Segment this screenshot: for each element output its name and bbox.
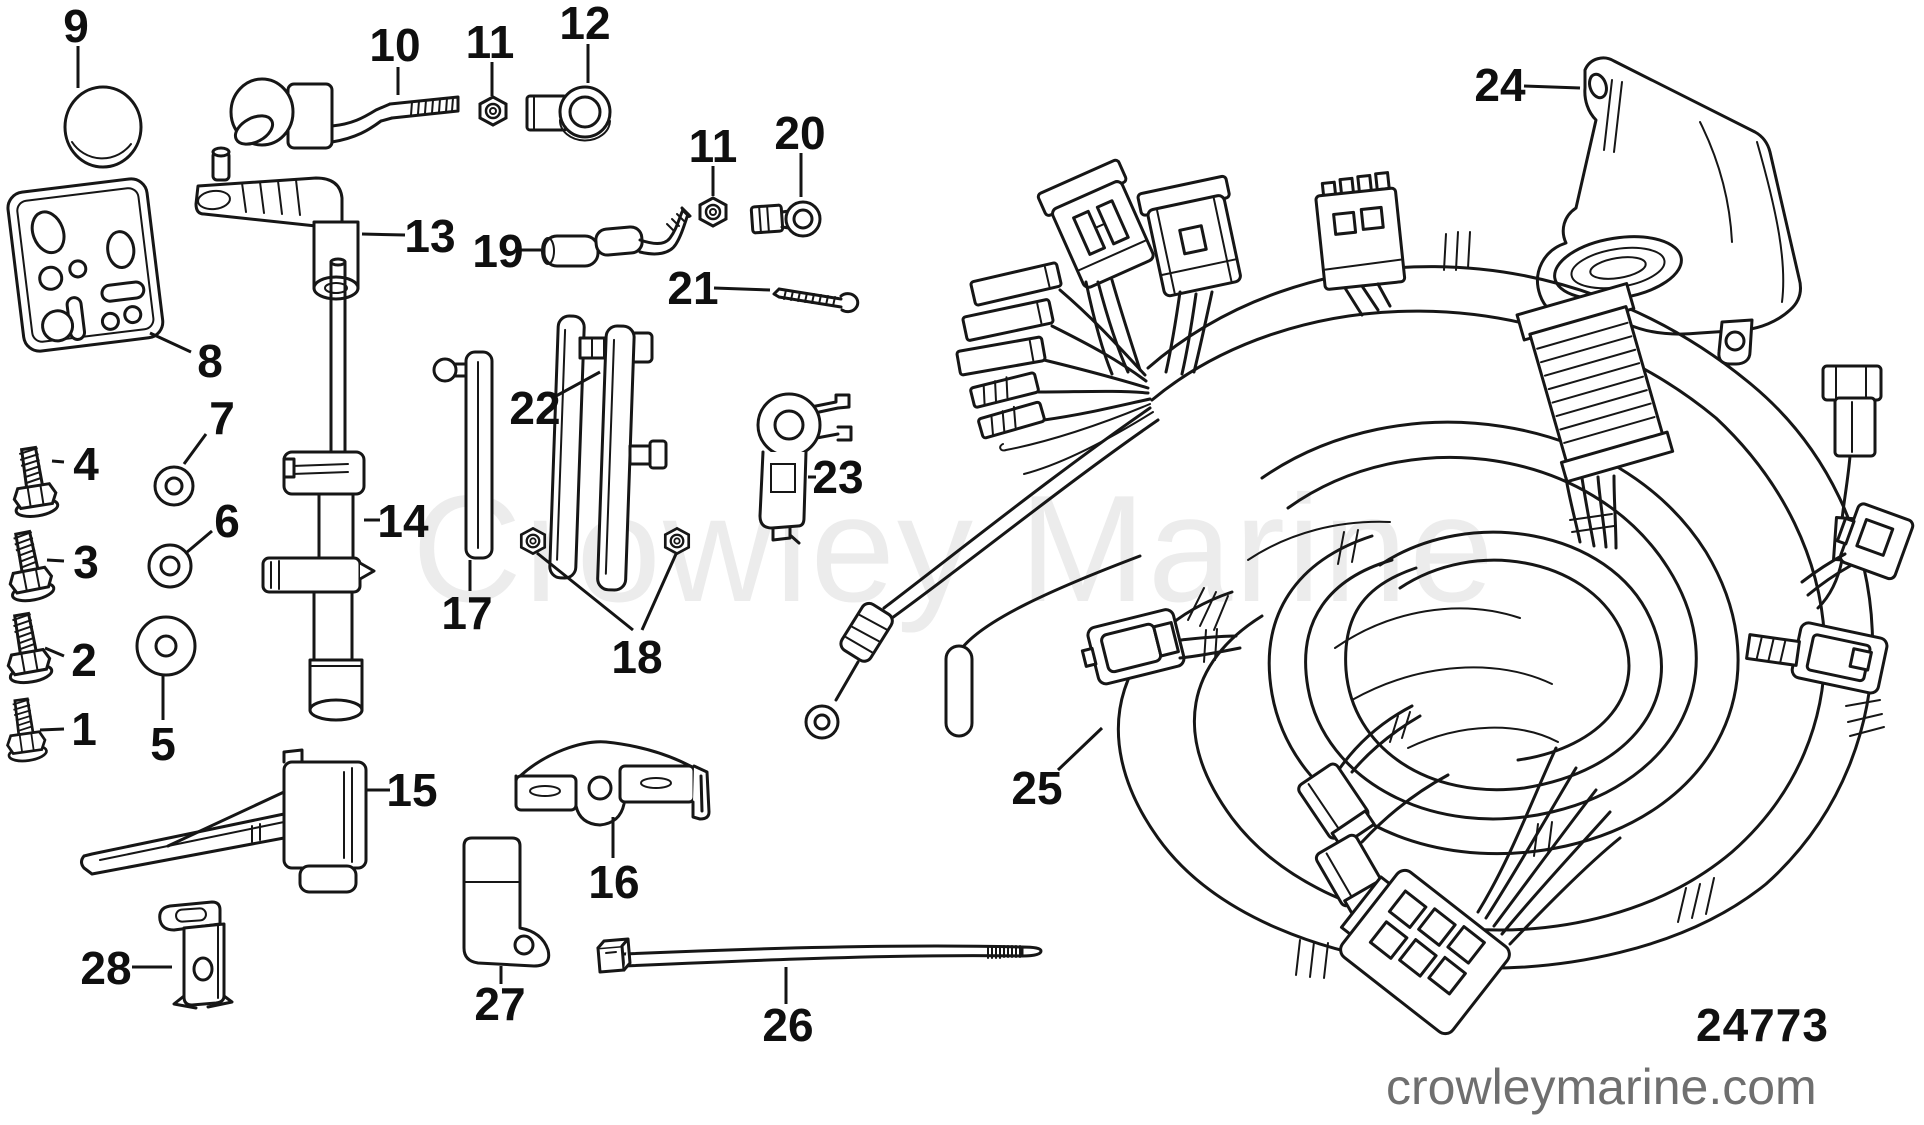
part-9-cap (63, 85, 143, 169)
part-17-link-bar (432, 350, 494, 560)
part-11-nut-a (478, 95, 508, 127)
callout-leader-2 (44, 646, 65, 658)
callout-leader-18 (640, 553, 678, 631)
part-21-cotter-pin (772, 287, 860, 314)
callout-label-20-ring-terminal: 20 (774, 107, 825, 159)
site-credit: crowleymarine.com (1386, 1059, 1817, 1115)
part-11-nut-b (698, 196, 728, 228)
callout-leader-18 (536, 551, 634, 632)
callout-label-26-cable-tie: 26 (762, 999, 813, 1051)
part-4-screw (5, 443, 61, 521)
callout-label-23-pivot-arm: 23 (812, 451, 863, 503)
callout-label-8-mounting-panel: 8 (197, 335, 223, 387)
callout-label-21-cotter-pin: 21 (667, 262, 718, 314)
callout-label-14-shift-shaft: 14 (377, 495, 429, 547)
part-28-clip (158, 900, 234, 1010)
part-10-lever-arm (229, 77, 460, 150)
part-26-cable-tie (596, 937, 1043, 974)
callout-label-12-bushing: 12 (559, 0, 610, 49)
callout-label-7-washer-small: 7 (209, 392, 235, 444)
callout-label-6-washer: 6 (214, 495, 240, 547)
callout-leader-6 (185, 529, 213, 555)
callout-label-11-nut: 11 (466, 16, 515, 68)
callout-label-22-link-plates: 22 (509, 382, 560, 434)
callout-label-25-wiring-harness: 25 (1011, 762, 1062, 814)
callout-leader-22 (555, 370, 601, 398)
part-13-lever (194, 146, 360, 301)
part-16-clamp-bracket (514, 740, 711, 827)
callout-leader-8 (149, 331, 192, 354)
part-20-ring-terminal (749, 200, 822, 238)
callout-leader-3 (46, 558, 65, 563)
callout-label-16-clamp-bracket: 16 (588, 856, 639, 908)
callout-label-13-lever: 13 (404, 210, 455, 262)
callout-label-4-screw: 4 (73, 438, 99, 490)
part-19-link-rod (541, 206, 692, 268)
callout-label-9-cap: 9 (63, 0, 89, 52)
part-22-link-plates (548, 314, 668, 592)
part-5-washer (135, 615, 197, 677)
callout-label-24-mount-bracket: 24 (1474, 59, 1526, 111)
callout-leader-4 (51, 459, 65, 464)
callout-leader-25 (1056, 726, 1104, 772)
callout-leader-1 (39, 727, 65, 732)
callout-label-15-bracket-arm: 15 (386, 764, 437, 816)
callout-label-17-link-bar: 17 (441, 587, 492, 639)
callout-label-18-nuts: 18 (611, 631, 662, 683)
part-7-washer (153, 465, 195, 507)
part-23-pivot-arm (756, 392, 853, 545)
callout-label-5-washer-large: 5 (150, 718, 176, 770)
callout-label-10-lever-arm: 10 (369, 19, 420, 71)
part-6-washer (147, 543, 193, 589)
callout-leader-24 (1523, 84, 1581, 90)
part-12-bushing (525, 85, 612, 142)
callout-leader-13 (361, 232, 406, 237)
part-3-screw (0, 527, 57, 606)
part-14-shift-shaft (261, 257, 376, 722)
part-27-clip-bracket (462, 836, 551, 968)
part-25-wiring-harness (804, 158, 1915, 1036)
drawing-number: 24773 (1696, 999, 1829, 1051)
callout-label-11-nut: 11 (689, 120, 738, 172)
callout-label-3-screw: 3 (73, 536, 99, 588)
callout-label-19-link-rod: 19 (472, 225, 523, 277)
callout-leader-21 (713, 286, 771, 292)
callout-label-2-screw: 2 (71, 634, 97, 686)
callout-label-1-screw: 1 (71, 703, 97, 755)
callout-label-28-clip: 28 (80, 942, 131, 994)
part-8-panel (6, 177, 165, 353)
callout-label-27-clip-bracket: 27 (474, 978, 525, 1030)
part-15-bracket-arm (80, 748, 368, 894)
callout-leader-7 (182, 433, 208, 465)
